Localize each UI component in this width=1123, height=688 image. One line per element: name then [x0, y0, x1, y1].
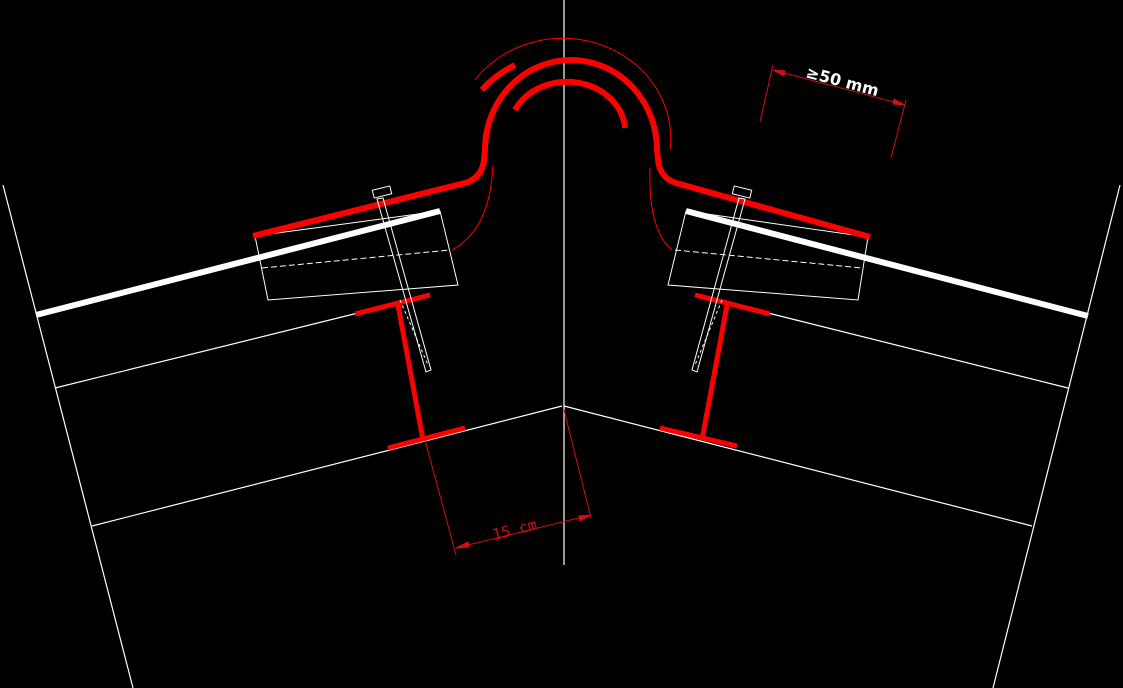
dimension-15cm [424, 409, 592, 556]
dimension-50mm [759, 64, 907, 159]
right-screw-icon [691, 185, 753, 373]
left-panel-midline [261, 249, 451, 269]
dimension-label-15cm: 15 cm [491, 515, 539, 543]
left-purlin-bottom-flange [387, 425, 466, 451]
panels [254, 210, 869, 301]
right-edge [992, 184, 1121, 688]
right-purlin-top-flange [694, 292, 771, 317]
right-purlin-bottom-flange [659, 425, 738, 449]
left-sheet [35, 208, 441, 318]
right-rafter-bottom [563, 405, 1033, 527]
right-thin-arc [649, 167, 673, 251]
right-purlin-web [699, 304, 730, 441]
dimension-label-50mm: ≥50 mm [804, 63, 881, 101]
left-screw-icon [371, 185, 432, 373]
ridge-outer-thick-start [479, 62, 517, 92]
left-purlin-web [395, 304, 426, 441]
left-panel [254, 210, 459, 301]
ridge-cap-main [252, 57, 871, 240]
ridge-inner-arc [512, 78, 628, 129]
right-rafter-top [767, 312, 1069, 389]
right-sheet [685, 208, 1089, 319]
left-edge [2, 184, 134, 688]
right-panel [667, 210, 869, 301]
purlins [354, 292, 771, 451]
ridge-cap [252, 37, 871, 251]
screws [371, 185, 753, 373]
left-rafter-top [54, 312, 359, 389]
right-panel-midline [674, 249, 863, 269]
left-thin-arc [451, 164, 494, 251]
left-rafter-bottom [91, 405, 563, 527]
left-purlin-top-flange [354, 292, 431, 317]
ridge-outer-thin-arc [474, 37, 672, 151]
